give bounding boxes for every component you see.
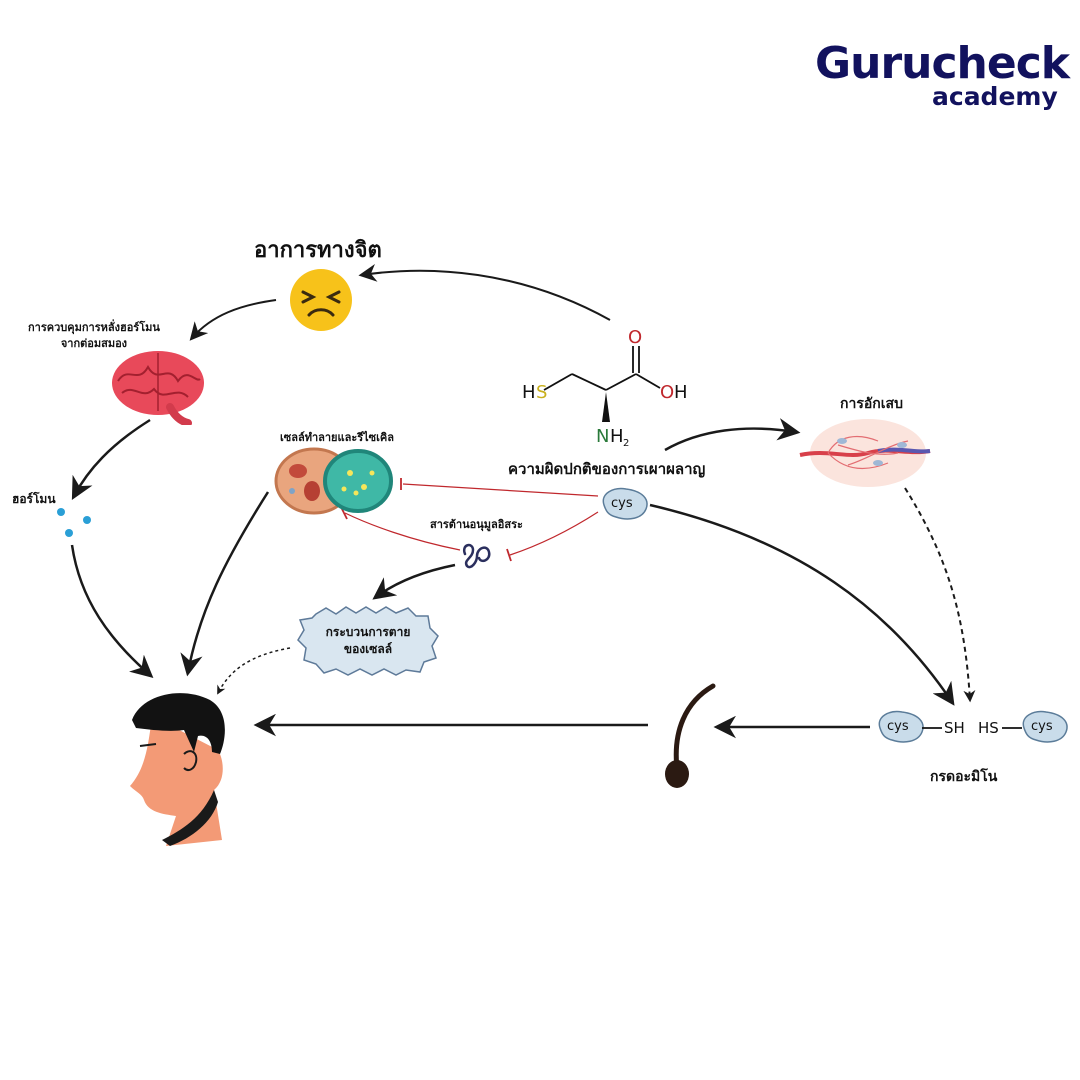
- hair-strand-icon: [665, 683, 716, 788]
- cys-left-text: cys: [887, 719, 909, 734]
- cysteine-molecule-icon: H S O O H N H 2: [522, 327, 688, 448]
- hormone-control-line1: การควบคุมการหลั่งฮอร์โมน: [28, 321, 160, 334]
- mol-h-text: H: [522, 382, 536, 403]
- brain-icon: [112, 351, 204, 425]
- cell-death-line1: กระบวนการตาย: [325, 625, 411, 639]
- amino-acid-label: กรดอะมิโน: [930, 769, 998, 785]
- mol-h2-text: H: [674, 382, 688, 403]
- arrow-cell-to-head: [180, 491, 270, 677]
- person-head-icon: [130, 693, 225, 846]
- sh-text: SH: [944, 719, 965, 737]
- hormone-control-line2: จากต่อมสมอง: [60, 337, 128, 350]
- brand-subtitle: academy: [932, 82, 1058, 111]
- cell-death-line2: ของเซลล์: [343, 642, 393, 656]
- arrow-brain-to-hormone: [71, 418, 151, 500]
- cell-recycle-icon: [274, 447, 393, 515]
- arrow-mental-to-brain: [189, 299, 277, 341]
- cys-disulfide-icon: cys SH HS cys: [878, 710, 1068, 743]
- hormone-dots-icon: [57, 508, 91, 537]
- mental-symptoms-label: อาการทางจิต: [254, 238, 382, 263]
- cell-death-shape: [297, 606, 439, 676]
- hormone-label: ฮอร์โมน: [12, 492, 56, 506]
- cys-text: cys: [611, 496, 633, 511]
- cys-right-text: cys: [1031, 719, 1053, 734]
- cell-recycle-label: เซลล์ทำลายและรีไซเคิล: [280, 431, 395, 444]
- arrow-metabolic-to-mental: [358, 264, 611, 321]
- sad-face-icon: [290, 269, 352, 331]
- mol-o2-text: O: [660, 382, 674, 403]
- mol-n-text: N: [596, 426, 609, 447]
- hormone-control-label: การควบคุมการหลั่งฮอร์โมน จากต่อมสมอง: [28, 320, 160, 352]
- inflammation-label: การอักเสบ: [840, 396, 903, 412]
- cys-icon: cys: [602, 487, 648, 520]
- arrow-cys-to-amino: [649, 503, 955, 706]
- mol-o-text: O: [628, 327, 642, 348]
- arrow-metabolic-to-inflammation: [664, 418, 801, 452]
- inflammation-vessel-icon: [799, 419, 931, 487]
- arrow-hormone-to-head: [70, 544, 154, 678]
- mol-sub2-text: 2: [623, 438, 629, 448]
- arrow-antioxidant-to-celldeath: [372, 563, 456, 600]
- antioxidant-label: สารต้านอนุมูลอิสระ: [430, 518, 523, 531]
- inhibit-cys-to-cell: [400, 478, 599, 497]
- hs-text: HS: [978, 719, 999, 737]
- metabolic-disorder-label: ความผิดปกติของการเผาผลาญ: [508, 460, 706, 478]
- mol-s-text: S: [536, 382, 547, 403]
- cell-death-label: กระบวนการตาย ของเซลล์: [305, 624, 431, 658]
- antioxidant-molecule-icon: [462, 543, 491, 569]
- mol-nh-text: H: [610, 426, 624, 447]
- arrow-celldeath-to-head: [217, 647, 291, 695]
- inhibit-cys-to-antioxidant: [506, 511, 599, 562]
- brand-logo: Gurucheck: [815, 38, 1070, 89]
- arrow-inflammation-to-amino: [904, 487, 976, 703]
